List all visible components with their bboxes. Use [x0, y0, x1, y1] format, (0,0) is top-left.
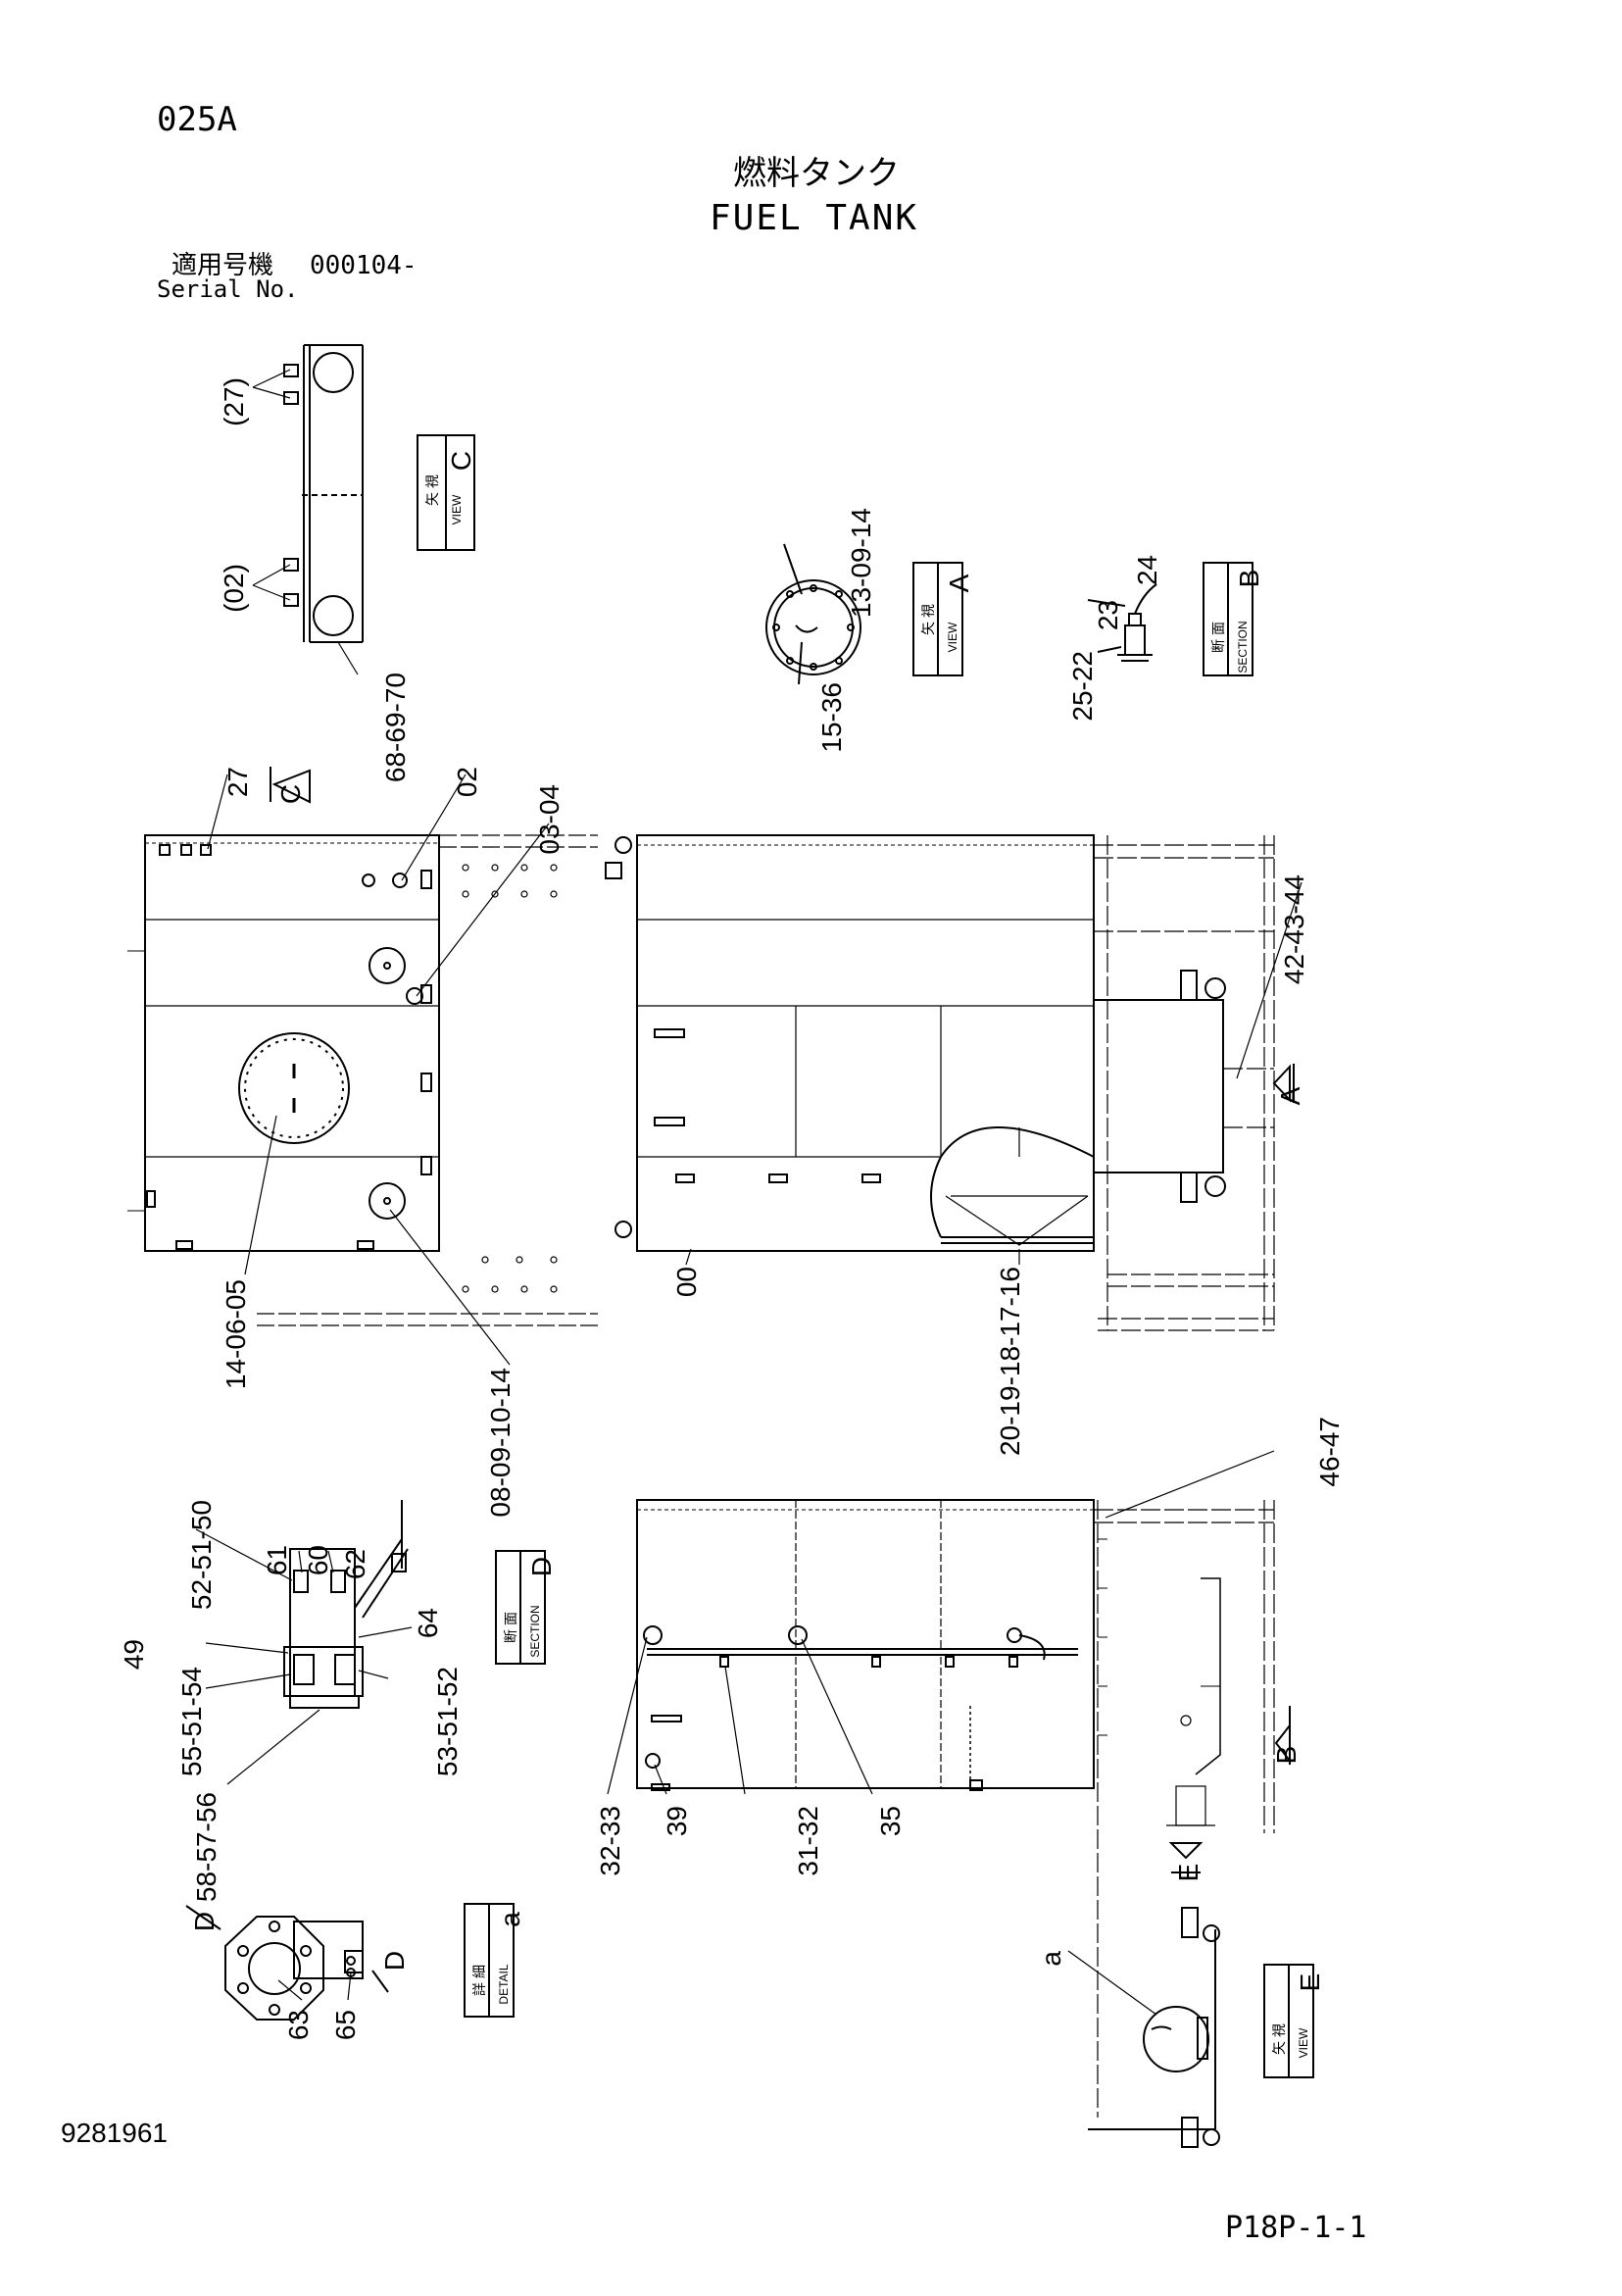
view-e-jp: 矢 視 — [1271, 2023, 1287, 2055]
callout-20-19-18-17-16: 20-19-18-17-16 — [995, 1267, 1025, 1456]
callout-15-36: 15-36 — [816, 682, 847, 753]
callout-13-09-14: 13-09-14 — [846, 508, 876, 618]
side-view-tank — [605, 834, 1226, 1252]
serial-label-english: Serial No. — [157, 275, 299, 303]
section-d-letter: D — [526, 1557, 557, 1576]
callout-60: 60 — [303, 1545, 333, 1575]
view-a-box — [912, 562, 963, 676]
marker-b: B — [1271, 1746, 1302, 1765]
serial-number-value: 000104- — [310, 251, 418, 280]
view-a-jp: 矢 視 — [920, 604, 936, 635]
detail-a-drawing — [224, 1916, 364, 2021]
callout-52-51-50: 52-51-50 — [186, 1500, 217, 1610]
part-callouts: (27) (02) 68-69-70 13-09-14 15-36 24 23 … — [119, 377, 1345, 2040]
detail-a-letter: a — [495, 1912, 525, 1927]
callout-65: 65 — [330, 2010, 361, 2040]
callout-61: 61 — [262, 1545, 292, 1575]
callout-53-51-52: 53-51-52 — [432, 1667, 463, 1776]
section-b-drawing — [1087, 583, 1157, 662]
callout-31-32: 31-32 — [793, 1806, 823, 1876]
view-c-en: VIEW — [450, 494, 464, 524]
serial-label-japanese: 適用号機 — [172, 251, 274, 280]
detail-a-jp: 詳 細 — [471, 1965, 487, 1996]
section-b-en: SECTION — [1236, 621, 1250, 673]
page-code: 025A — [157, 100, 237, 139]
view-c-letter: C — [446, 451, 476, 471]
view-c-drawing — [283, 344, 364, 643]
callout-64: 64 — [413, 1608, 443, 1638]
callout-25-22: 25-22 — [1067, 651, 1098, 722]
marker-a: A — [1275, 1086, 1305, 1105]
callout-32-33: 32-33 — [595, 1806, 625, 1876]
callout-14-06-05: 14-06-05 — [221, 1279, 251, 1389]
page-reference: P18P-1-1 — [1225, 2211, 1367, 2245]
view-e-drawing — [1088, 1907, 1220, 2148]
view-marker-letters: C A B E D D — [189, 784, 1305, 1971]
callout-68-69-70: 68-69-70 — [380, 673, 411, 782]
view-e-letter: E — [1295, 1973, 1325, 1992]
callout-42-43-44: 42-43-44 — [1279, 874, 1309, 984]
marker-d-left: D — [189, 1912, 220, 1931]
callout-03-04: 03-04 — [534, 784, 565, 855]
lower-side-view — [636, 1499, 1107, 1791]
callout-00: 00 — [671, 1267, 702, 1297]
callout-a: a — [1036, 1951, 1066, 1967]
view-e-en: VIEW — [1297, 2027, 1310, 2058]
frame-right — [1094, 835, 1275, 1331]
callout-02: 02 — [452, 767, 482, 797]
callout-55-51-54: 55-51-54 — [176, 1667, 207, 1776]
document-number: 9281961 — [61, 2118, 169, 2148]
title-japanese: 燃料タンク — [733, 154, 900, 193]
callout-49: 49 — [119, 1639, 149, 1670]
callout-02-paren: (02) — [219, 564, 249, 613]
callout-27: 27 — [222, 767, 253, 797]
callout-35: 35 — [875, 1806, 906, 1836]
view-box-labels: 矢 視 VIEW C 矢 視 VIEW A 断 面 SECTION B 断 面 … — [424, 451, 1325, 2058]
detail-a-en: DETAIL — [497, 1964, 511, 2004]
view-a-en: VIEW — [946, 622, 959, 652]
callout-63: 63 — [283, 2010, 314, 2040]
view-e-box — [1263, 1964, 1314, 2078]
section-b-letter: B — [1234, 570, 1264, 588]
view-arrows — [185, 767, 1295, 1993]
view-a-letter: A — [944, 574, 974, 592]
section-d-en: SECTION — [528, 1605, 542, 1657]
section-b-box — [1203, 562, 1253, 676]
marker-c: C — [275, 784, 306, 804]
marker-d-right: D — [379, 1951, 410, 1971]
section-d-drawing — [283, 1500, 409, 1709]
section-d-box — [495, 1550, 546, 1665]
lower-frame — [1094, 1500, 1275, 2118]
frame-outline — [257, 834, 598, 1326]
view-c-box — [417, 434, 475, 551]
view-c-jp: 矢 視 — [424, 474, 440, 506]
top-view-tank — [127, 834, 440, 1252]
section-b-jp: 断 面 — [1210, 622, 1226, 653]
callout-39: 39 — [662, 1806, 692, 1836]
marker-e: E — [1173, 1864, 1204, 1882]
callout-46-47: 46-47 — [1314, 1417, 1345, 1487]
callout-08-09-10-14: 08-09-10-14 — [485, 1368, 516, 1518]
callout-27-paren: (27) — [219, 377, 249, 426]
leader-lines — [195, 369, 1303, 2016]
callout-23: 23 — [1093, 600, 1123, 630]
view-a-drawing — [765, 543, 861, 685]
title-english: FUEL TANK — [710, 198, 919, 238]
callout-58-57-56: 58-57-56 — [191, 1792, 221, 1902]
callout-62: 62 — [340, 1549, 370, 1579]
detail-a-box — [464, 1903, 515, 2018]
callout-24: 24 — [1132, 555, 1162, 585]
section-d-jp: 断 面 — [503, 1612, 518, 1643]
